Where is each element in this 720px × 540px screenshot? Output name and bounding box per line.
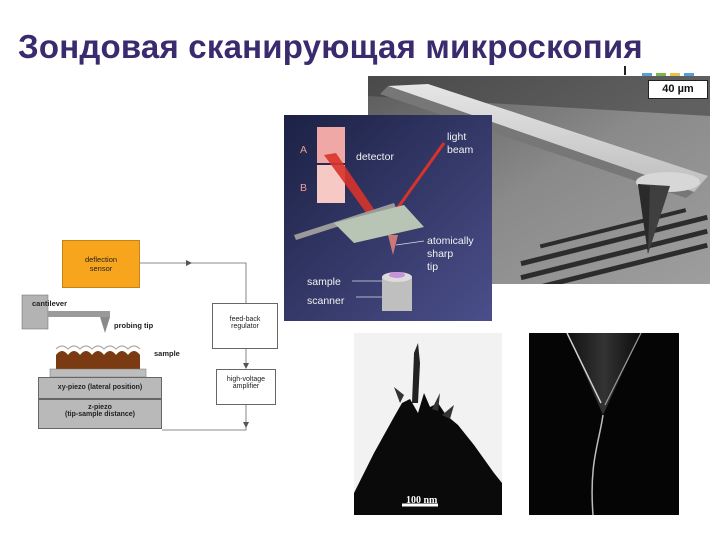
block-diagram-lines	[21, 260, 249, 431]
cantilever-label: cantilever	[32, 299, 68, 308]
hv-amp-line1: high-voltage	[226, 376, 266, 383]
xy-piezo-label: xy-piezo (lateral position)	[57, 384, 143, 391]
feedback-line2: regulator	[231, 323, 259, 330]
label-sample: sample	[307, 276, 341, 288]
decor-dash-row	[642, 64, 708, 95]
deflection-sensor-line2: sensor	[89, 264, 113, 273]
dash-4	[684, 73, 694, 77]
xy-piezo-box: xy-piezo (lateral position)	[38, 377, 162, 399]
label-light: light	[447, 131, 467, 143]
slide-title: Зондовая сканирующая микроскопия	[18, 28, 643, 65]
tem-tip-photo	[354, 333, 502, 515]
label-plate-a: A	[300, 144, 308, 156]
deflection-sensor-line1: deflection	[84, 255, 118, 264]
feedback-line1: feed-back	[229, 316, 261, 323]
decor-tick	[624, 66, 626, 75]
dash-3	[670, 73, 680, 77]
hv-amp-line2: amplifier	[232, 383, 260, 390]
z-piezo-line1: z-piezo	[88, 404, 112, 411]
probing-tip-label: probing tip	[114, 321, 154, 330]
label-scanner: scanner	[307, 295, 345, 307]
label-detector: detector	[356, 151, 394, 163]
hv-amplifier-box: high-voltage amplifier	[216, 369, 276, 405]
z-piezo-box: z-piezo (tip-sample distance)	[38, 399, 162, 429]
label-sharp: sharp	[427, 248, 454, 260]
tem-scale-label: 100 nm	[406, 495, 438, 506]
feedback-regulator-box: feed-back regulator	[212, 303, 278, 349]
sample-label: sample	[154, 349, 180, 358]
afm-principle-illustration	[284, 115, 492, 321]
z-piezo-line2: (tip-sample distance)	[64, 411, 135, 418]
label-beam: beam	[447, 144, 474, 156]
label-tip: tip	[427, 261, 439, 273]
label-plate-b: B	[300, 182, 308, 194]
dash-1	[642, 73, 652, 77]
dash-2	[656, 73, 666, 77]
sem-scale-label: 40 µm	[648, 80, 708, 99]
afm-block-diagram: deflection sensor cantilever probing tip…	[14, 235, 284, 440]
label-atomically: atomically	[427, 235, 474, 247]
sem-tip-photo	[529, 333, 679, 515]
deflection-sensor-box: deflection sensor	[62, 240, 140, 288]
